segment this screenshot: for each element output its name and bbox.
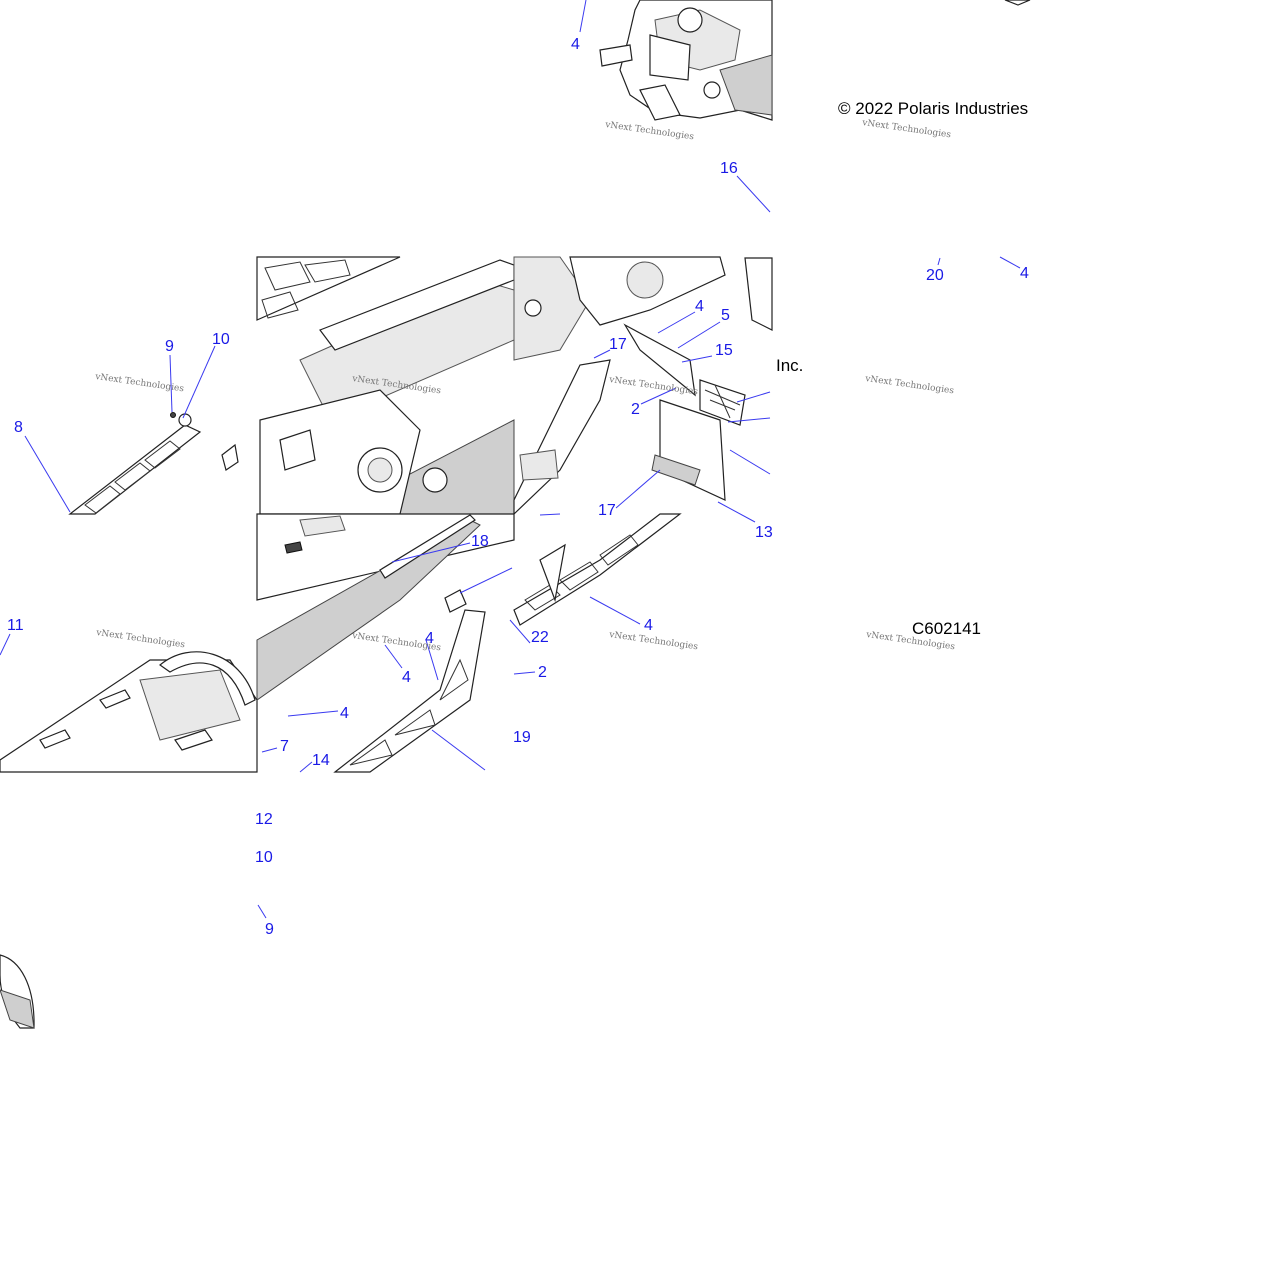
callout-5: 5 xyxy=(721,307,730,324)
callout-9: 9 xyxy=(265,921,274,938)
watermark: vNext Technologies xyxy=(864,374,955,397)
callout-14: 14 xyxy=(312,752,330,769)
callout-17: 17 xyxy=(609,336,627,353)
callout-4: 4 xyxy=(644,617,653,634)
callout-4: 4 xyxy=(695,298,704,315)
callout-8: 8 xyxy=(14,419,23,436)
watermark: vNext Technologies xyxy=(861,118,952,141)
callout-22: 22 xyxy=(531,629,549,646)
callout-16: 16 xyxy=(720,160,738,177)
callout-4: 4 xyxy=(425,630,434,647)
callout-19: 19 xyxy=(513,729,531,746)
callout-4: 4 xyxy=(402,669,411,686)
running-board-left-illustration xyxy=(68,412,239,515)
diagram-code: C602141 xyxy=(912,619,981,638)
callouts: 4 16 20 4 9 10 8 4 5 17 15 2 17 13 18 4 … xyxy=(7,36,1029,938)
frame-side-illustration xyxy=(513,256,773,516)
copyright-text: © 2022 Polaris Industries xyxy=(838,99,1028,118)
callout-18: 18 xyxy=(471,533,489,550)
callout-17: 17 xyxy=(598,502,616,519)
callout-7: 7 xyxy=(280,738,289,755)
callout-2: 2 xyxy=(631,401,640,418)
callout-2: 2 xyxy=(538,664,547,681)
callout-4: 4 xyxy=(571,36,580,53)
frame-top-illustration xyxy=(599,0,773,121)
callout-15: 15 xyxy=(715,342,733,359)
callout-4: 4 xyxy=(340,705,349,722)
tunnel-lower-illustration xyxy=(256,513,515,773)
callout-20: 20 xyxy=(926,267,944,284)
callout-9: 9 xyxy=(165,338,174,355)
knob-shadow xyxy=(0,989,35,1029)
watermark: vNext Technologies xyxy=(608,630,699,653)
seat-area-illustration xyxy=(0,651,258,773)
callout-10: 10 xyxy=(212,331,230,348)
watermark: vNext Technologies xyxy=(95,628,186,651)
tunnel-center-illustration xyxy=(256,256,515,515)
callout-11: 11 xyxy=(7,617,24,634)
callout-10: 10 xyxy=(255,849,273,866)
running-board-right-illustration xyxy=(513,513,682,626)
leader-lines xyxy=(0,0,1021,919)
watermarks: vNext Technologies vNext Technologies vN… xyxy=(94,118,956,654)
callout-12: 12 xyxy=(255,811,273,828)
inc-text: Inc. xyxy=(776,356,803,375)
frame-corner-fragment xyxy=(1004,0,1031,6)
watermark: vNext Technologies xyxy=(604,120,695,143)
callout-4: 4 xyxy=(1020,265,1029,282)
callout-13: 13 xyxy=(755,524,773,541)
